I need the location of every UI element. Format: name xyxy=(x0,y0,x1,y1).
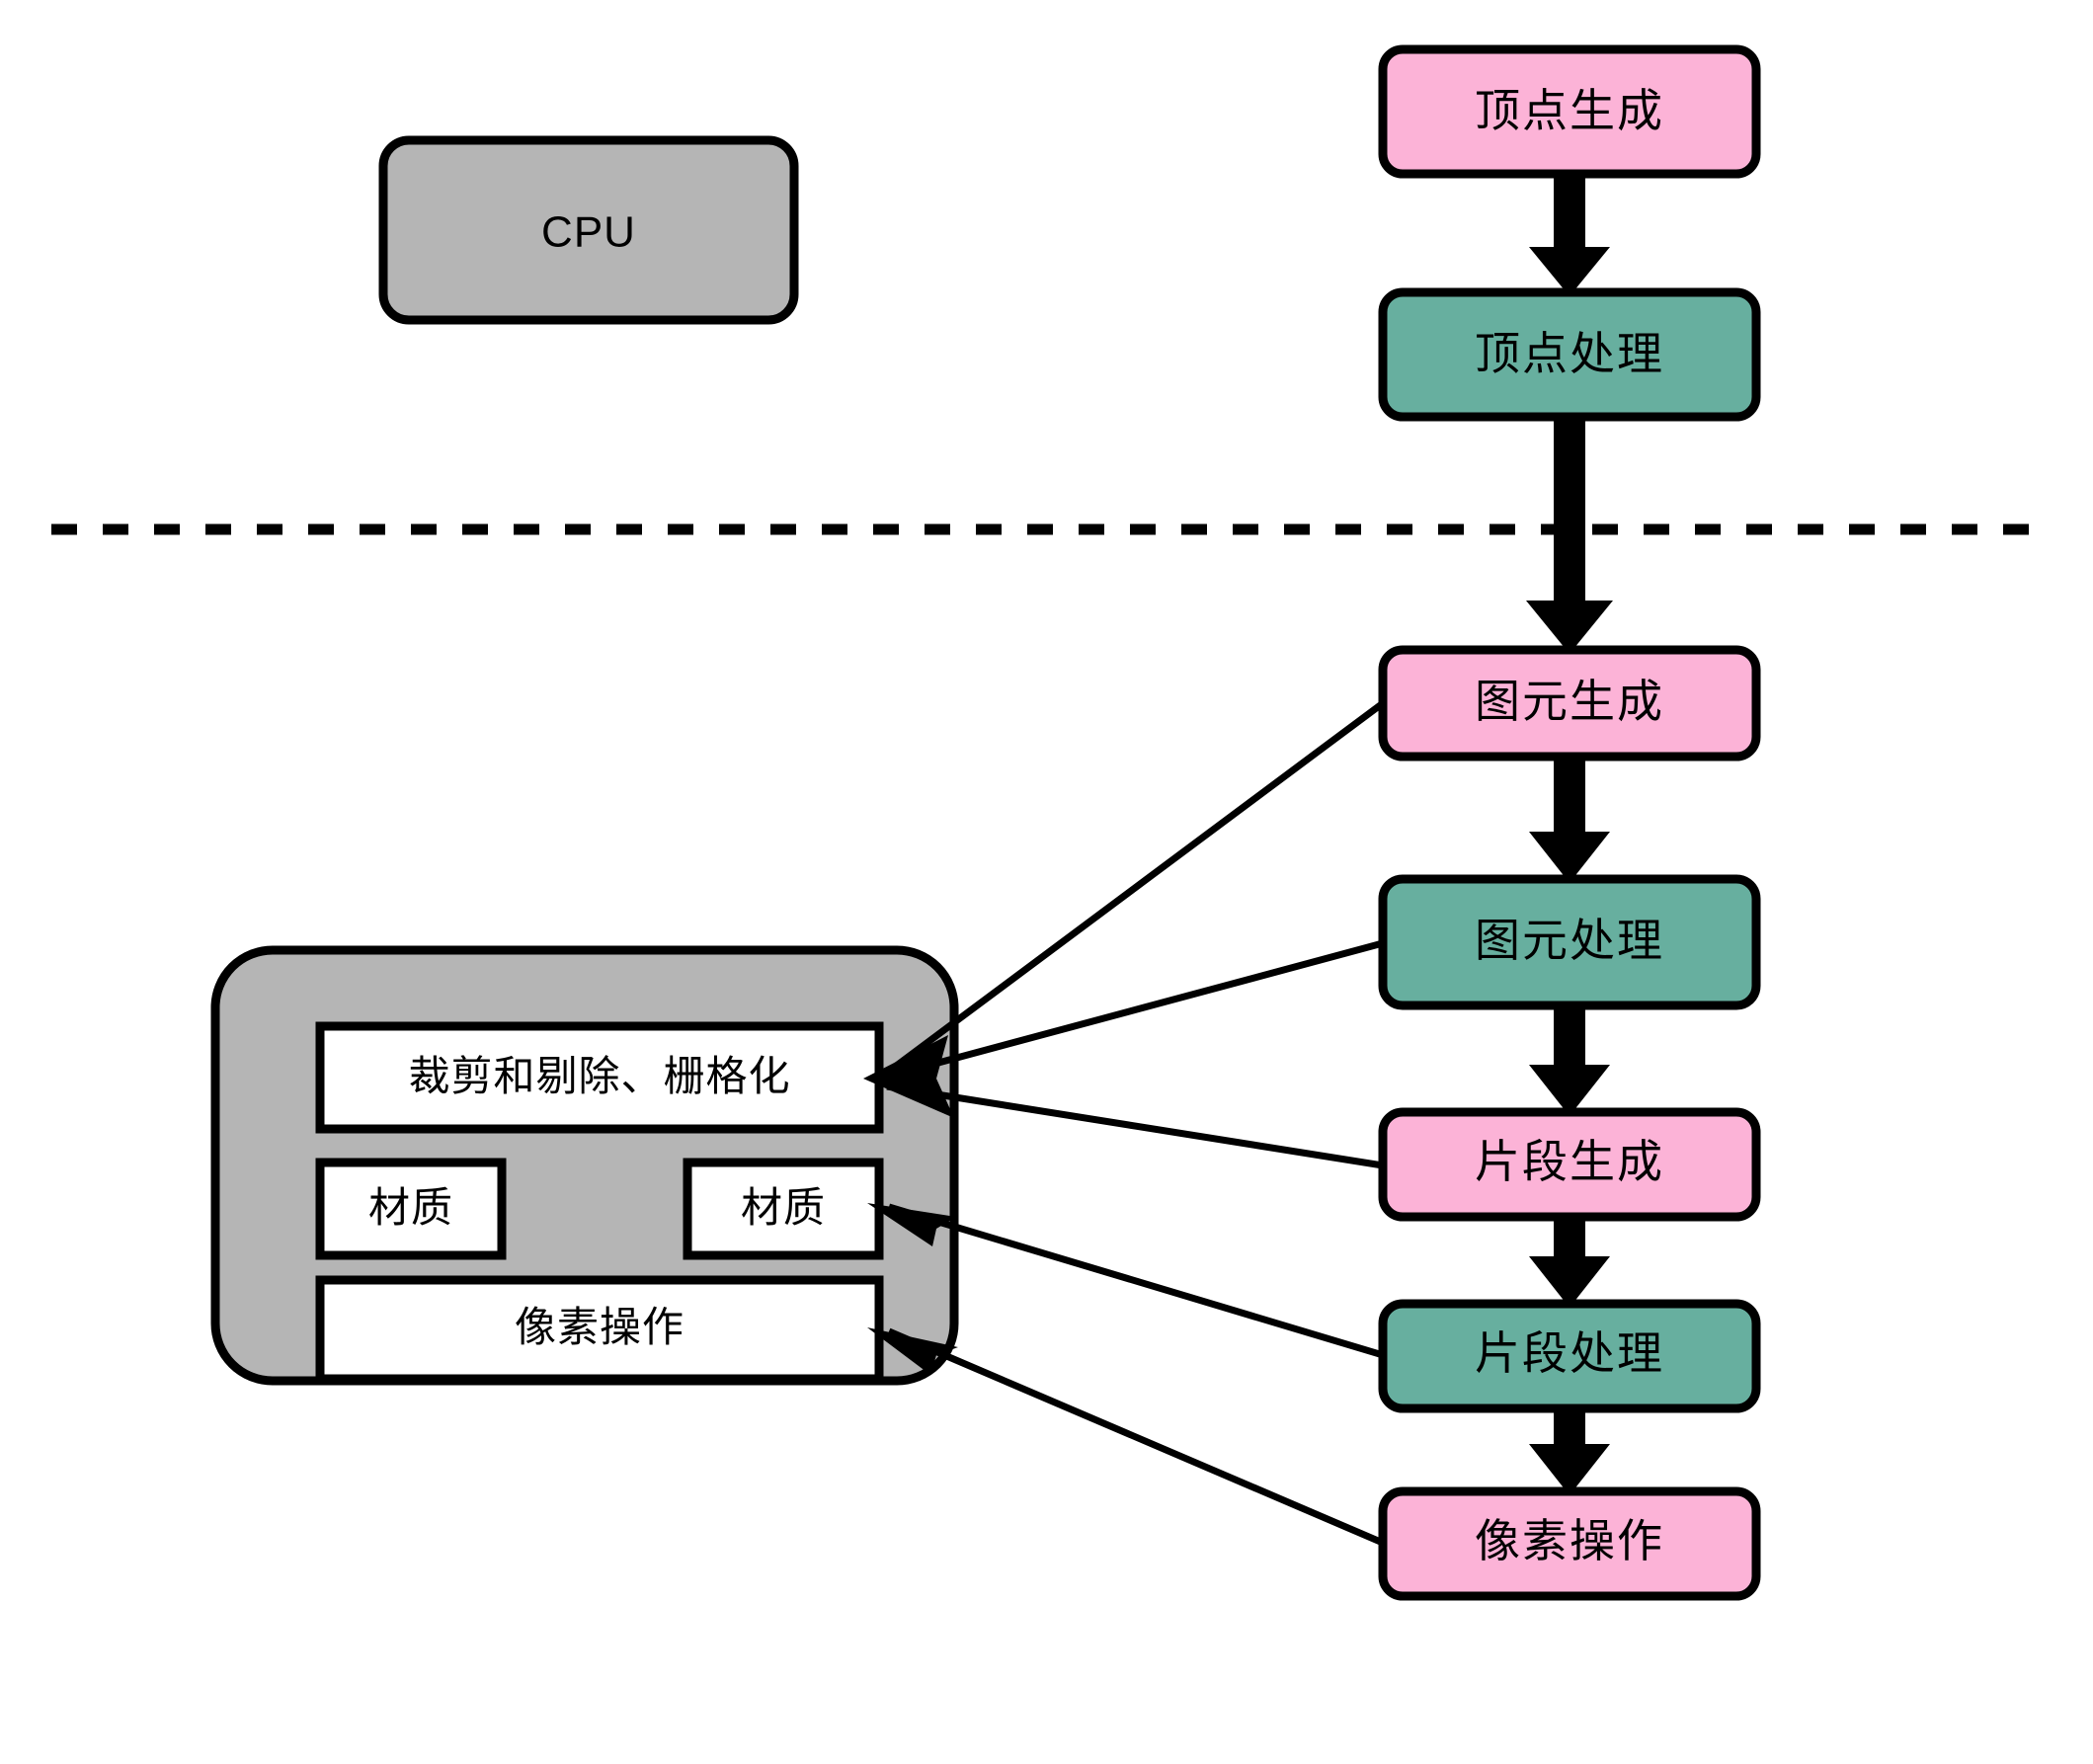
gpu-unit-pixel-ops-rect xyxy=(315,1275,884,1384)
flow-arrow-fragment-generation-to-fragment-processing xyxy=(1529,1213,1610,1308)
mapping-line-primitive-processing-to-raster xyxy=(886,939,1384,1081)
pipeline-stage-primitive-generation-rect xyxy=(1378,645,1761,762)
mapping-arrowhead-raster xyxy=(863,1035,954,1118)
gpu-unit-pixel-ops: 像素操作 xyxy=(315,1275,884,1384)
mapping-line-fragment-processing-to-texture-right xyxy=(887,1203,1385,1359)
gpu-unit-raster-rect xyxy=(315,1021,884,1134)
mapping-line-primitive-generation-to-raster xyxy=(884,700,1386,1076)
mapping-arrowhead-texture-right xyxy=(867,1203,956,1246)
cpu-box: CPU xyxy=(378,135,799,325)
pipeline-stage-primitive-generation: 图元生成 xyxy=(1378,645,1761,762)
gpu-unit-texture-left-label: 材质 xyxy=(368,1184,453,1231)
mapping-arrowhead-pixel-ops xyxy=(867,1327,958,1375)
mapping-line-fragment-generation-to-raster xyxy=(886,1082,1384,1169)
gpu-unit-texture-right-label: 材质 xyxy=(741,1184,826,1231)
flow-arrow-vertex-processing-to-primitive-generation xyxy=(1526,415,1613,654)
flow-arrow-vertex-generation-to-vertex-processing xyxy=(1529,173,1610,296)
gpu-unit-texture-right: 材质 xyxy=(683,1158,884,1260)
gpu-unit-texture-left: 材质 xyxy=(315,1158,507,1260)
pipeline-stage-fragment-generation: 片段生成 xyxy=(1378,1107,1761,1222)
pipeline-stage-vertex-processing-label: 顶点处理 xyxy=(1475,328,1664,379)
mapping-line-pixel-operations-to-pixel-ops xyxy=(887,1327,1385,1547)
pipeline-stage-primitive-generation-label: 图元生成 xyxy=(1475,676,1664,727)
pipeline-stage-vertex-generation-label: 顶点生成 xyxy=(1475,85,1664,136)
pipeline-stage-vertex-processing: 顶点处理 xyxy=(1378,287,1761,422)
pipeline-stage-fragment-processing-label: 片段处理 xyxy=(1475,1327,1664,1379)
pipeline-stage-pixel-operations: 像素操作 xyxy=(1378,1486,1761,1601)
flow-arrow-primitive-processing-to-fragment-generation xyxy=(1529,1004,1610,1116)
gpu-unit-raster: 裁剪和剔除、栅格化 xyxy=(315,1021,884,1134)
gpu-panel: 裁剪和剔除、栅格化 材质 材质 像素操作 xyxy=(210,945,959,1386)
cpu-label: CPU xyxy=(541,208,636,257)
gpu-unit-pixel-ops-label: 像素操作 xyxy=(515,1304,684,1350)
flow-arrow-fragment-processing-to-pixel-operations xyxy=(1529,1404,1610,1495)
pipeline-stage-pixel-operations-label: 像素操作 xyxy=(1475,1515,1664,1566)
pipeline-stage-fragment-generation-label: 片段生成 xyxy=(1475,1136,1664,1187)
pipeline-stage-fragment-processing-rect xyxy=(1378,1299,1761,1413)
pipeline-stage-vertex-processing-rect xyxy=(1378,287,1761,422)
gpu-unit-texture-left-rect xyxy=(315,1158,507,1260)
pipeline-stage-primitive-processing: 图元处理 xyxy=(1378,874,1761,1010)
pipeline-stage-fragment-processing: 片段处理 xyxy=(1378,1299,1761,1413)
gpu-unit-texture-right-rect xyxy=(683,1158,884,1260)
pipeline-stage-primitive-processing-rect xyxy=(1378,874,1761,1010)
pipeline-stage-pixel-operations-rect xyxy=(1378,1486,1761,1601)
pipeline-stage-vertex-generation: 顶点生成 xyxy=(1378,44,1761,179)
gpu-unit-raster-label: 裁剪和剔除、栅格化 xyxy=(408,1053,790,1099)
pipeline-stage-primitive-processing-label: 图元处理 xyxy=(1475,915,1664,966)
cpu-box-rect xyxy=(378,135,799,325)
pipeline-stage-fragment-generation-rect xyxy=(1378,1107,1761,1222)
pipeline-stage-vertex-generation-rect xyxy=(1378,44,1761,179)
flow-arrow-primitive-generation-to-primitive-processing xyxy=(1529,753,1610,883)
